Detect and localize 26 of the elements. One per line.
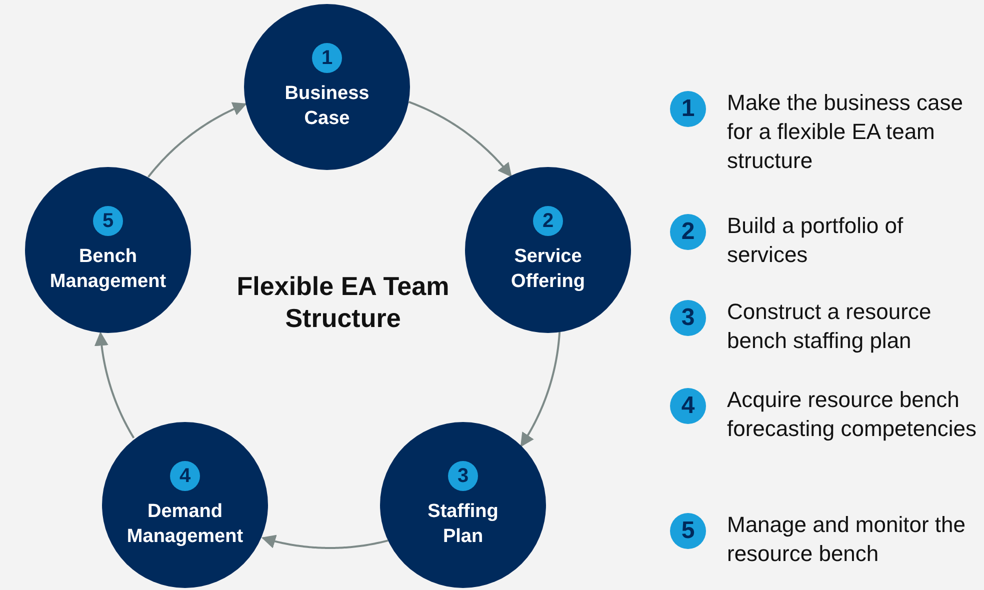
number-badge: 2 bbox=[670, 214, 706, 250]
number-badge: 5 bbox=[93, 206, 123, 236]
step-label: Bench Management bbox=[48, 245, 168, 294]
number-badge: 1 bbox=[312, 43, 342, 73]
number-badge: 5 bbox=[670, 513, 706, 549]
step-description: Build a portfolio of services bbox=[727, 212, 904, 269]
number-badge: 2 bbox=[533, 206, 563, 236]
step-description: Construct a resource bench staffing plan bbox=[727, 298, 932, 355]
number-badge: 1 bbox=[670, 91, 706, 127]
curved-arrow bbox=[520, 331, 561, 448]
step-label: Staffing Plan bbox=[426, 500, 500, 549]
diagram-title: Flexible EA Team Structure bbox=[236, 270, 450, 334]
curved-arrow bbox=[261, 534, 389, 549]
number-badge: 3 bbox=[670, 300, 706, 336]
step-description: Manage and monitor the resource bench bbox=[727, 511, 966, 568]
step-label: Business Case bbox=[284, 82, 370, 131]
curved-arrow bbox=[408, 101, 512, 178]
number-badge: 4 bbox=[170, 461, 200, 491]
step-description: Make the business case for a flexible EA team structure bbox=[727, 89, 964, 175]
curved-arrow bbox=[94, 332, 135, 438]
number-badge: 4 bbox=[670, 388, 706, 424]
number-badge: 3 bbox=[448, 461, 478, 491]
step-label: Demand Management bbox=[126, 500, 244, 549]
step-description: Acquire resource bench forecasting competencies bbox=[727, 386, 977, 443]
curved-arrow bbox=[148, 102, 247, 178]
step-label: Service Offering bbox=[510, 245, 586, 294]
